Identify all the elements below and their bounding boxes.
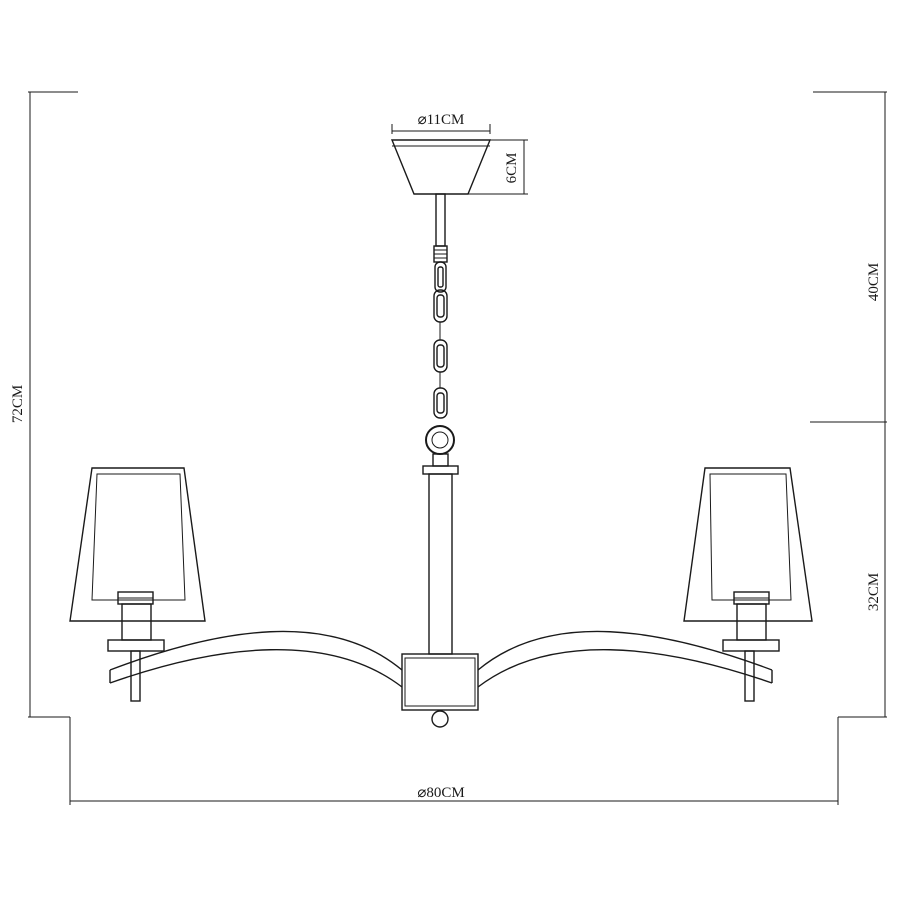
central-column	[401, 453, 479, 728]
canopy	[390, 124, 528, 195]
total-height-label: 72CM	[10, 385, 26, 423]
overall-diameter-label: ⌀80CM	[417, 785, 464, 801]
right-lamp	[683, 467, 813, 702]
chain	[425, 193, 455, 455]
canopy-height-label: 6CM	[504, 153, 520, 184]
left-lamp	[69, 467, 206, 702]
arms	[109, 630, 773, 688]
body-height-label: 32CM	[866, 573, 882, 611]
chain-length-label: 40CM	[866, 263, 882, 301]
canopy-diameter-label: ⌀11CM	[418, 112, 465, 128]
dimension-frame	[28, 91, 887, 805]
